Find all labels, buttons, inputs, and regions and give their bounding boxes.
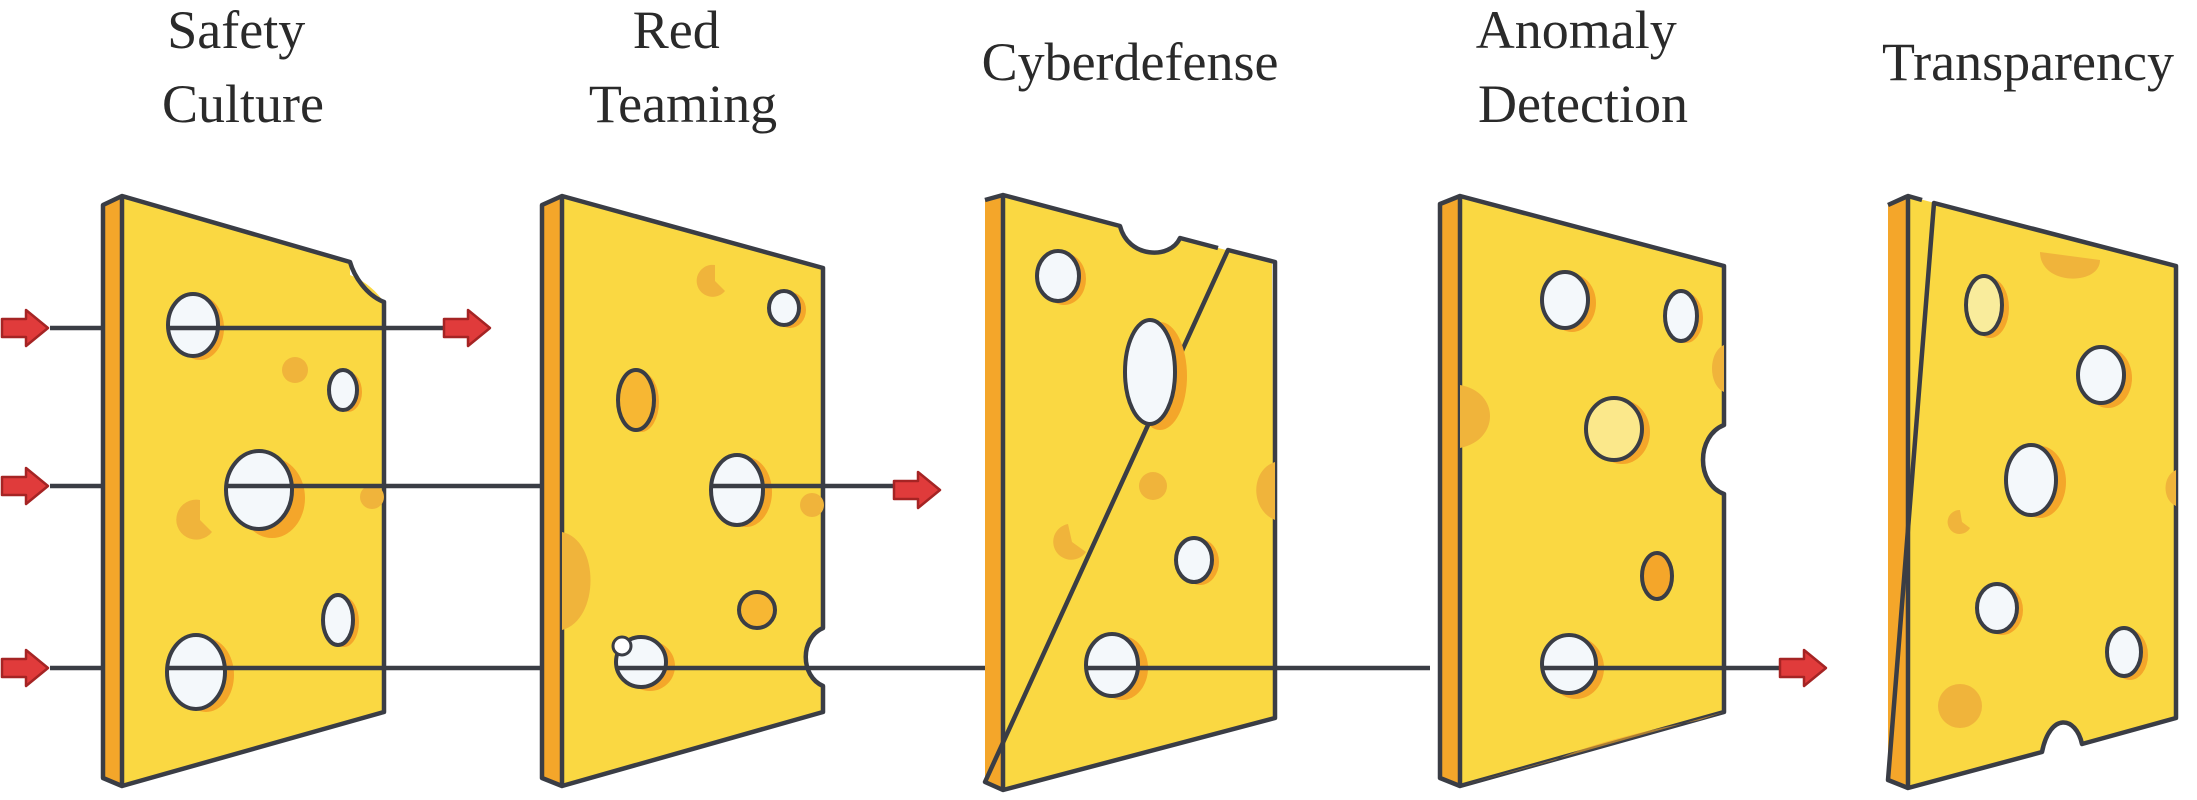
- cheese-hole: [1640, 551, 1674, 601]
- threat-paths: [50, 325, 1780, 671]
- slice-transparency: [1885, 193, 2179, 791]
- slice-outline-1: [100, 193, 387, 789]
- slice-safety-culture: [100, 193, 387, 789]
- cheese-hole: [1540, 633, 1598, 695]
- cheese-hole: [1584, 396, 1644, 462]
- red-arrow-icon: [442, 308, 492, 348]
- cheese-hole: [224, 449, 294, 531]
- cheese-spot: [1938, 684, 1982, 728]
- cheese-spot: [1256, 462, 1275, 520]
- cheese-hole: [1964, 274, 2004, 336]
- cheese-hole: [1123, 318, 1177, 426]
- cheese-spot: [800, 493, 824, 517]
- label-anomaly-detection: Anomaly Detection: [1476, 0, 1690, 134]
- red-arrow-icon: [892, 470, 942, 510]
- cheese-spot: [2165, 470, 2176, 506]
- slice-anomaly-detection: [1437, 193, 1727, 789]
- label-red-teaming: Red Teaming: [589, 0, 777, 134]
- cheese-spot: [360, 485, 384, 509]
- red-arrow-icon: [0, 648, 50, 688]
- label-cyberdefense-line-1: Cyberdefense: [982, 32, 1279, 92]
- cheese-hole: [1174, 536, 1214, 584]
- cheese-spot: [1053, 524, 1086, 560]
- label-transparency-line-1: Transparency: [1882, 32, 2174, 92]
- cheese-hole: [2004, 443, 2058, 517]
- slice-cyberdefense: [982, 192, 1278, 793]
- layer-labels: Safety Culture Red Teaming Cyberdefense …: [162, 0, 2174, 134]
- label-red-teaming-line-2: Teaming: [589, 74, 777, 134]
- cheese-hole: [327, 368, 359, 412]
- label-transparency: Transparency: [1882, 32, 2174, 92]
- cheese-hole: [1035, 249, 1081, 303]
- slice-red-teaming: [539, 193, 826, 789]
- slice-outline-3: [982, 192, 1278, 793]
- cheese-spot: [176, 499, 212, 540]
- cheese-spot: [282, 357, 308, 383]
- label-safety-culture-line-2: Culture: [162, 74, 324, 134]
- label-safety-culture-line-1: Safety: [167, 0, 305, 60]
- cheese-hole: [616, 368, 656, 432]
- label-anomaly-detection-line-1: Anomaly: [1476, 0, 1677, 60]
- cheese-spot: [1139, 472, 1167, 500]
- cheese-hole: [166, 292, 220, 358]
- cheese-hole: [1540, 270, 1590, 330]
- cheese-hole: [165, 633, 227, 711]
- cheese-spot: [1460, 385, 1490, 448]
- cheese-hole: [321, 593, 355, 647]
- label-anomaly-detection-line-2: Detection: [1478, 74, 1688, 134]
- cheese-hole: [737, 590, 777, 630]
- cheese-spot: [1460, 712, 1724, 786]
- label-safety-culture: Safety Culture: [162, 0, 324, 134]
- cheese-spot: [1712, 345, 1724, 392]
- cheese-hole: [1663, 289, 1699, 343]
- slice-outline-4: [1437, 193, 1727, 789]
- cheese-hole: [2105, 626, 2143, 678]
- cheese-hole: [2076, 345, 2126, 405]
- label-red-teaming-line-1: Red: [633, 0, 720, 60]
- cheese-hole: [767, 289, 801, 327]
- cheese-spot: [562, 532, 591, 630]
- red-arrow-icon: [1778, 648, 1828, 688]
- cheese-hole: [1084, 632, 1140, 698]
- cheese-hole: [709, 453, 765, 527]
- cheese-spot: [1947, 509, 1970, 534]
- label-cyberdefense: Cyberdefense: [982, 32, 1279, 92]
- cheese-spot: [696, 264, 725, 297]
- slice-outline-2: [539, 193, 826, 789]
- red-arrow-icon: [0, 466, 50, 506]
- red-arrow-icon: [0, 308, 50, 348]
- cheese-hole: [1975, 582, 2019, 634]
- cheese-spot: [2040, 252, 2100, 279]
